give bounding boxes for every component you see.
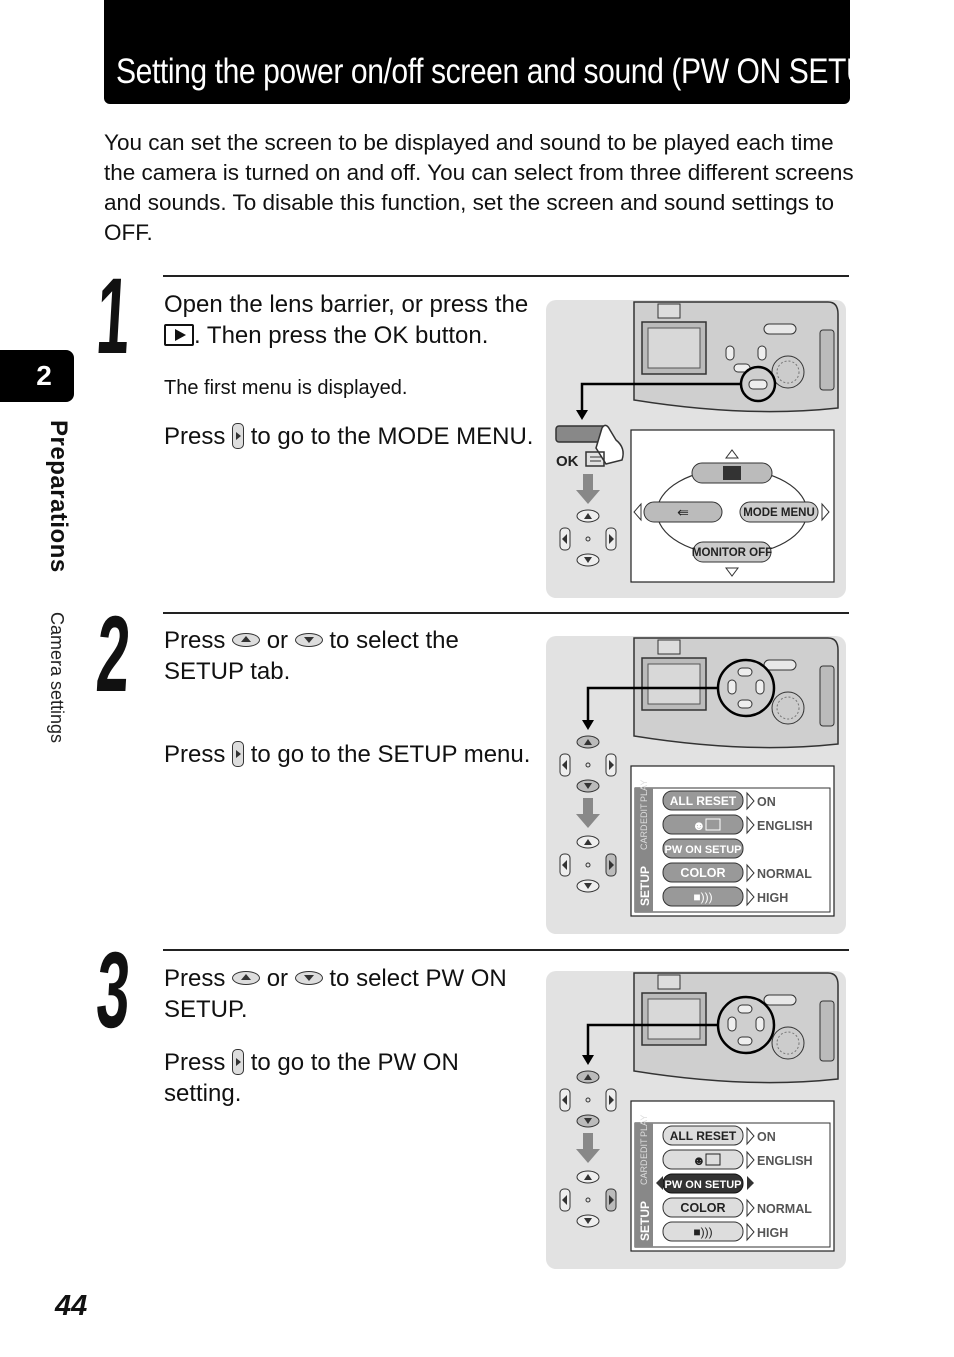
menu-row-value: ENGLISH <box>757 1154 813 1168</box>
menu-row-value: HIGH <box>757 891 788 905</box>
step-divider <box>163 949 849 951</box>
step-1-text: Open the lens barrier, or press the . Th… <box>164 289 534 452</box>
svg-text:⇚: ⇚ <box>677 504 689 520</box>
chapter-title: Preparations <box>45 420 72 573</box>
step-divider <box>163 275 849 277</box>
playback-button-icon <box>164 323 194 346</box>
step-3-illustration: SETUP CARD EDIT PLAY ALL RESET ON ☻ ENGL… <box>546 971 846 1269</box>
menu-tab-play: PLAY <box>639 1115 649 1137</box>
arrow-right-button-icon <box>232 422 245 449</box>
step-1-instruction-a: Open the lens barrier, or press the . Th… <box>164 291 529 349</box>
monitor-off-label: MONITOR OFF <box>692 547 772 559</box>
step-number-3: 3 <box>93 929 134 1050</box>
page-number: 44 <box>55 1290 88 1322</box>
arrow-right-button-icon <box>232 1048 245 1075</box>
step-2-illustration: SETUP CARD EDIT PLAY ALL RESET ON ☻ ENGL… <box>546 636 846 934</box>
step-1-illustration: OK ⇚ MODE MENU MONITOR OF <box>546 300 846 598</box>
step-1-note: The first menu is displayed. <box>164 377 408 399</box>
menu-tab-edit: EDIT <box>639 803 649 824</box>
ok-label: OK <box>556 453 579 470</box>
page-title: Setting the power on/off screen and soun… <box>116 52 897 91</box>
intro-paragraph: You can set the screen to be displayed a… <box>104 130 854 245</box>
dpad-icon <box>559 509 617 567</box>
step-3-text: Press or to select PW ON SETUP. Press to… <box>164 963 534 1109</box>
menu-row-value: NORMAL <box>757 1202 812 1216</box>
dpad-icon <box>559 835 617 893</box>
menu-row-label: PW ON SETUP <box>664 844 741 856</box>
camera-illustration <box>633 972 839 1084</box>
volume-icon: ■))) <box>693 1225 712 1239</box>
menu-row-value: ENGLISH <box>757 819 813 833</box>
chapter-tab: 2 <box>0 350 74 402</box>
menu-row-label: COLOR <box>680 1201 725 1215</box>
section-title: Camera settings <box>47 612 67 744</box>
step-number-1: 1 <box>93 255 134 376</box>
menu-tab-edit: EDIT <box>639 1138 649 1159</box>
step-2-instruction-b: Press to go to the SETUP menu. <box>164 740 531 768</box>
menu-tab-card: CARD <box>639 824 649 850</box>
menu-row-label: COLOR <box>680 866 725 880</box>
arrow-up-button-icon <box>232 632 261 647</box>
step-3-instruction-b: Press to go to the PW ON setting. <box>164 1048 459 1107</box>
dpad-icon <box>559 1170 617 1228</box>
title-bar: Setting the power on/off screen and soun… <box>104 0 897 104</box>
chapter-number: 2 <box>36 360 52 391</box>
mode-menu-label: MODE MENU <box>743 507 815 519</box>
menu-row-value: NORMAL <box>757 867 812 881</box>
menu-row-label: PW ON SETUP <box>664 1179 741 1191</box>
menu-row-value: HIGH <box>757 1226 788 1240</box>
camera-illustration <box>633 301 839 413</box>
dpad-icon <box>559 735 617 793</box>
menu-tab-setup: SETUP <box>638 866 652 906</box>
arrow-up-button-icon <box>232 970 261 985</box>
menu-row-value: ON <box>757 795 776 809</box>
menu-row-label: ALL RESET <box>670 794 737 808</box>
step-number-2: 2 <box>93 593 134 714</box>
language-icon: ☻ <box>692 1153 706 1168</box>
arrow-down-button-icon <box>294 632 323 647</box>
step-2-instruction-a: Press or to select the SETUP tab. <box>164 627 459 685</box>
language-icon: ☻ <box>692 818 706 833</box>
menu-tab-setup: SETUP <box>638 1201 652 1241</box>
arrow-down-button-icon <box>294 970 323 985</box>
step-1-instruction-b: Press to go to the MODE MENU. <box>164 422 534 450</box>
volume-icon: ■))) <box>693 890 712 904</box>
step-2-text: Press or to select the SETUP tab. Press … <box>164 625 534 770</box>
menu-row-value: ON <box>757 1130 776 1144</box>
dpad-icon <box>559 1070 617 1128</box>
arrow-right-button-icon <box>232 740 245 767</box>
menu-row-label: ALL RESET <box>670 1129 737 1143</box>
camera-illustration <box>633 637 839 749</box>
step-3-instruction-a: Press or to select PW ON SETUP. <box>164 965 507 1023</box>
menu-tab-card: CARD <box>639 1159 649 1185</box>
menu-tab-play: PLAY <box>639 780 649 802</box>
step-divider <box>163 612 849 614</box>
